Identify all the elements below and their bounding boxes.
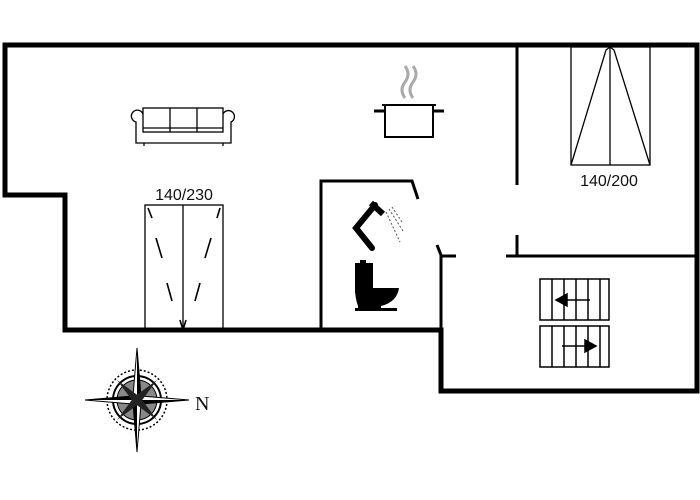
bathroom-walls [319, 179, 456, 330]
stairs-arrow-right-icon [584, 338, 598, 354]
compass-rose-icon [84, 347, 190, 453]
bed-size-label: 140/200 [580, 173, 638, 190]
sofa-icon [130, 107, 235, 146]
compass-north-label: N [195, 393, 209, 415]
cooking-pot-icon [374, 65, 444, 138]
toilet-icon [355, 260, 399, 311]
bed-icon [570, 46, 651, 166]
window-size-label: 140/230 [155, 187, 213, 204]
stairs-icon[interactable] [539, 278, 610, 368]
stairs-arrow-left-icon [554, 292, 568, 308]
double-door-icon[interactable] [144, 204, 224, 333]
outer-wall [2, 42, 700, 394]
bedroom-walls [506, 45, 697, 258]
shower-icon [352, 200, 404, 251]
